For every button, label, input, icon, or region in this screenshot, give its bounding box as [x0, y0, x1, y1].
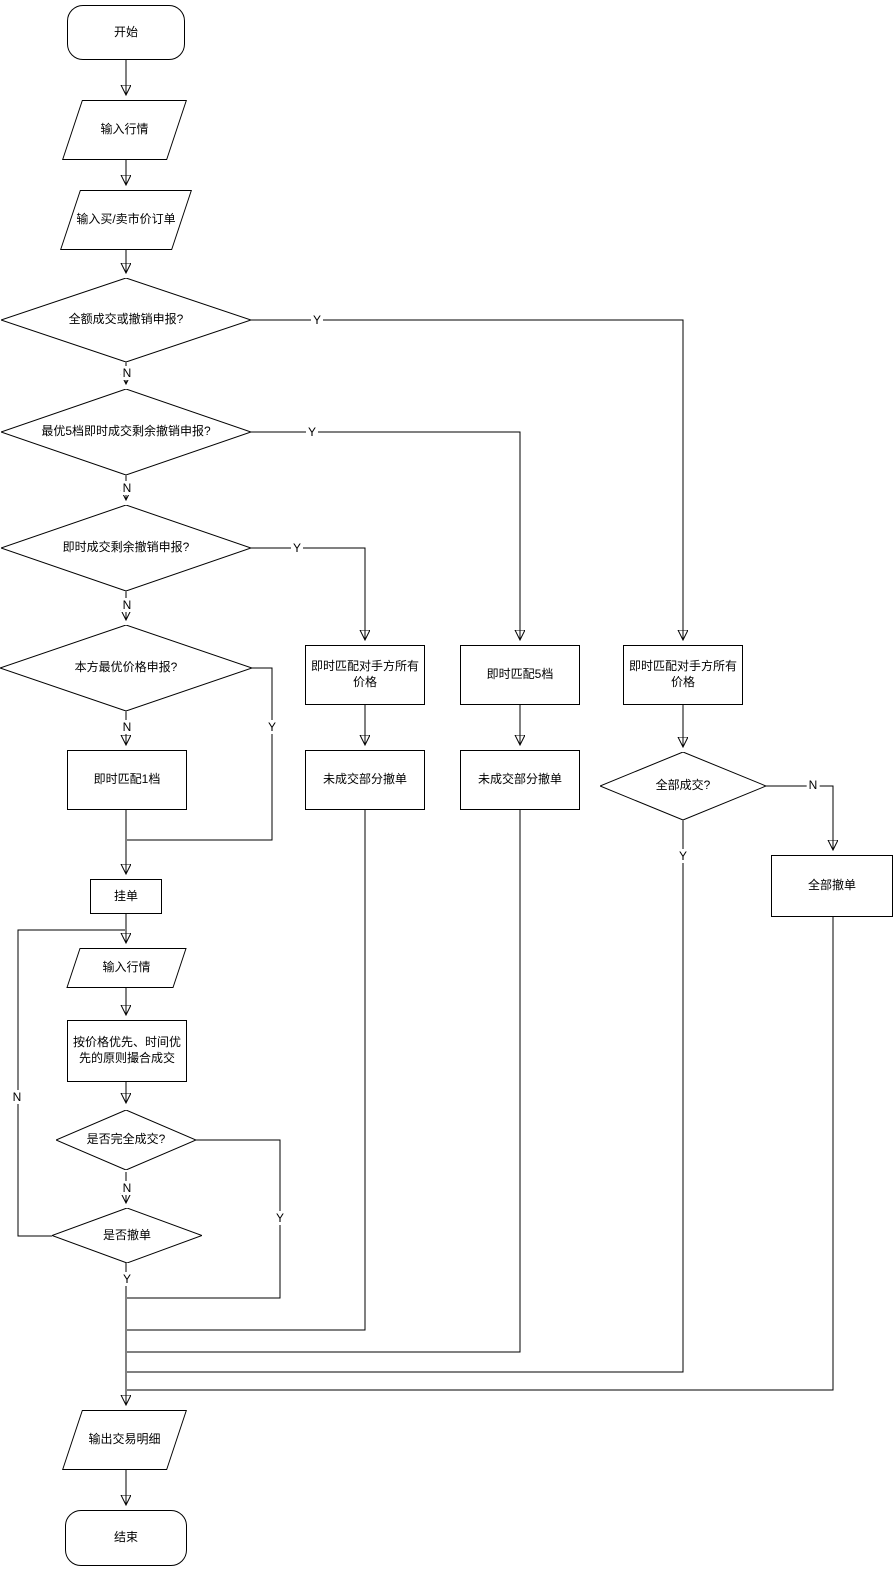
node-input-order-label: 输入买/卖市价订单 — [76, 212, 176, 227]
diamond-shape — [1, 389, 251, 475]
decision-immediate-label: 即时成交剩余撤销申报? — [62, 540, 190, 555]
edge-label-d7-yes: Y — [676, 849, 690, 863]
node-c3-match-label: 即时匹配对手方所有价格 — [628, 659, 737, 689]
edge-d1-yes — [251, 319, 683, 639]
node-c1-match-label: 即时匹配对手方所有价格 — [310, 659, 419, 689]
edge-label-d1-no: N — [120, 366, 134, 380]
node-c1-match-all-prices: 即时匹配对手方所有价格 — [305, 645, 425, 705]
node-input-quote-1-label: 输入行情 — [100, 122, 149, 137]
node-start: 开始 — [67, 5, 185, 60]
decision-all-filled: 全部成交? — [600, 752, 766, 820]
decision-fully-filled-label: 是否完全成交? — [86, 1132, 166, 1147]
node-c2-match-5-levels: 即时匹配5档 — [460, 645, 580, 705]
diamond-shape — [52, 1208, 202, 1263]
edge-label-d2-yes: Y — [305, 425, 319, 439]
node-pending-order-label: 挂单 — [113, 888, 138, 903]
decision-cancel-order: 是否撤单 — [52, 1208, 202, 1263]
node-end-label: 结束 — [113, 1530, 138, 1545]
diamond-shape — [600, 752, 766, 820]
node-match-rule: 按价格优先、时间优先的原则撮合成交 — [67, 1020, 187, 1082]
decision-fully-filled: 是否完全成交? — [56, 1110, 196, 1170]
node-input-quote-1: 输入行情 — [62, 100, 187, 160]
edge-d7-no — [766, 785, 833, 849]
edge-d3-yes — [251, 547, 365, 639]
decision-best5-fill-rest-cancel: 最优5档即时成交剩余撤销申报? — [1, 389, 251, 475]
edge-dcancel-no-loop — [17, 929, 125, 1237]
node-match-1-level: 即时匹配1档 — [67, 750, 187, 810]
edge-label-d7-no: N — [806, 778, 820, 792]
node-output-detail: 输出交易明细 — [62, 1410, 187, 1470]
node-match-1-level-label: 即时匹配1档 — [93, 772, 161, 787]
decision-own-best-price: 本方最优价格申报? — [0, 625, 252, 711]
edge-d2-yes — [251, 431, 520, 639]
edge-label-d5-no: N — [120, 1181, 134, 1195]
edge-label-d3-no: N — [120, 598, 134, 612]
edge-label-d6-no: N — [10, 1090, 24, 1104]
diamond-shape — [0, 625, 252, 711]
node-c2-match-label: 即时匹配5档 — [486, 667, 554, 682]
node-output-detail-label: 输出交易明细 — [88, 1432, 161, 1447]
node-c4-cancel-all-label: 全部撤单 — [807, 878, 856, 893]
edge-d7-yes-merge — [127, 820, 684, 1373]
edge-label-d6-yes: Y — [120, 1272, 134, 1286]
decision-immediate-fill-rest-cancel: 即时成交剩余撤销申报? — [1, 505, 251, 591]
edge-label-d2-no: N — [120, 481, 134, 495]
edge-c2-merge — [127, 810, 521, 1353]
diamond-shape — [1, 505, 251, 591]
edge-label-d4-no: N — [120, 720, 134, 734]
edge-d4-yes — [127, 667, 273, 841]
decision-best5-label: 最优5档即时成交剩余撤销申报? — [41, 424, 211, 439]
diamond-shape — [56, 1110, 196, 1170]
node-input-order: 输入买/卖市价订单 — [60, 190, 192, 250]
edge-label-d1-yes: Y — [310, 313, 324, 327]
edge-label-d4-yes: Y — [265, 720, 279, 734]
node-c2-cancel-label: 未成交部分撤单 — [477, 772, 562, 787]
decision-full-fill-or-cancel: 全额成交或撤销申报? — [1, 278, 251, 362]
node-c1-cancel-unfilled: 未成交部分撤单 — [305, 750, 425, 810]
node-c3-match-all-prices: 即时匹配对手方所有价格 — [623, 645, 743, 705]
node-match-rule-label: 按价格优先、时间优先的原则撮合成交 — [72, 1035, 181, 1065]
edge-c1-merge — [127, 810, 366, 1331]
node-input-quote-2: 输入行情 — [66, 948, 187, 988]
edge-label-d5-yes: Y — [273, 1211, 287, 1225]
node-end: 结束 — [65, 1510, 187, 1566]
edge-c4-merge — [127, 917, 834, 1391]
node-pending-order: 挂单 — [90, 879, 162, 914]
node-c4-cancel-all: 全部撤单 — [771, 855, 893, 917]
diamond-shape — [1, 278, 251, 362]
node-input-quote-2-label: 输入行情 — [102, 960, 151, 975]
edge-label-d3-yes: Y — [290, 541, 304, 555]
decision-cancel-order-label: 是否撤单 — [102, 1227, 151, 1242]
node-start-label: 开始 — [113, 24, 138, 39]
node-c2-cancel-unfilled: 未成交部分撤单 — [460, 750, 580, 810]
node-c1-cancel-label: 未成交部分撤单 — [322, 772, 407, 787]
decision-own-best-price-label: 本方最优价格申报? — [74, 660, 178, 675]
decision-full-fill-or-cancel-label: 全额成交或撤销申报? — [68, 312, 184, 327]
decision-all-filled-label: 全部成交? — [655, 778, 711, 793]
